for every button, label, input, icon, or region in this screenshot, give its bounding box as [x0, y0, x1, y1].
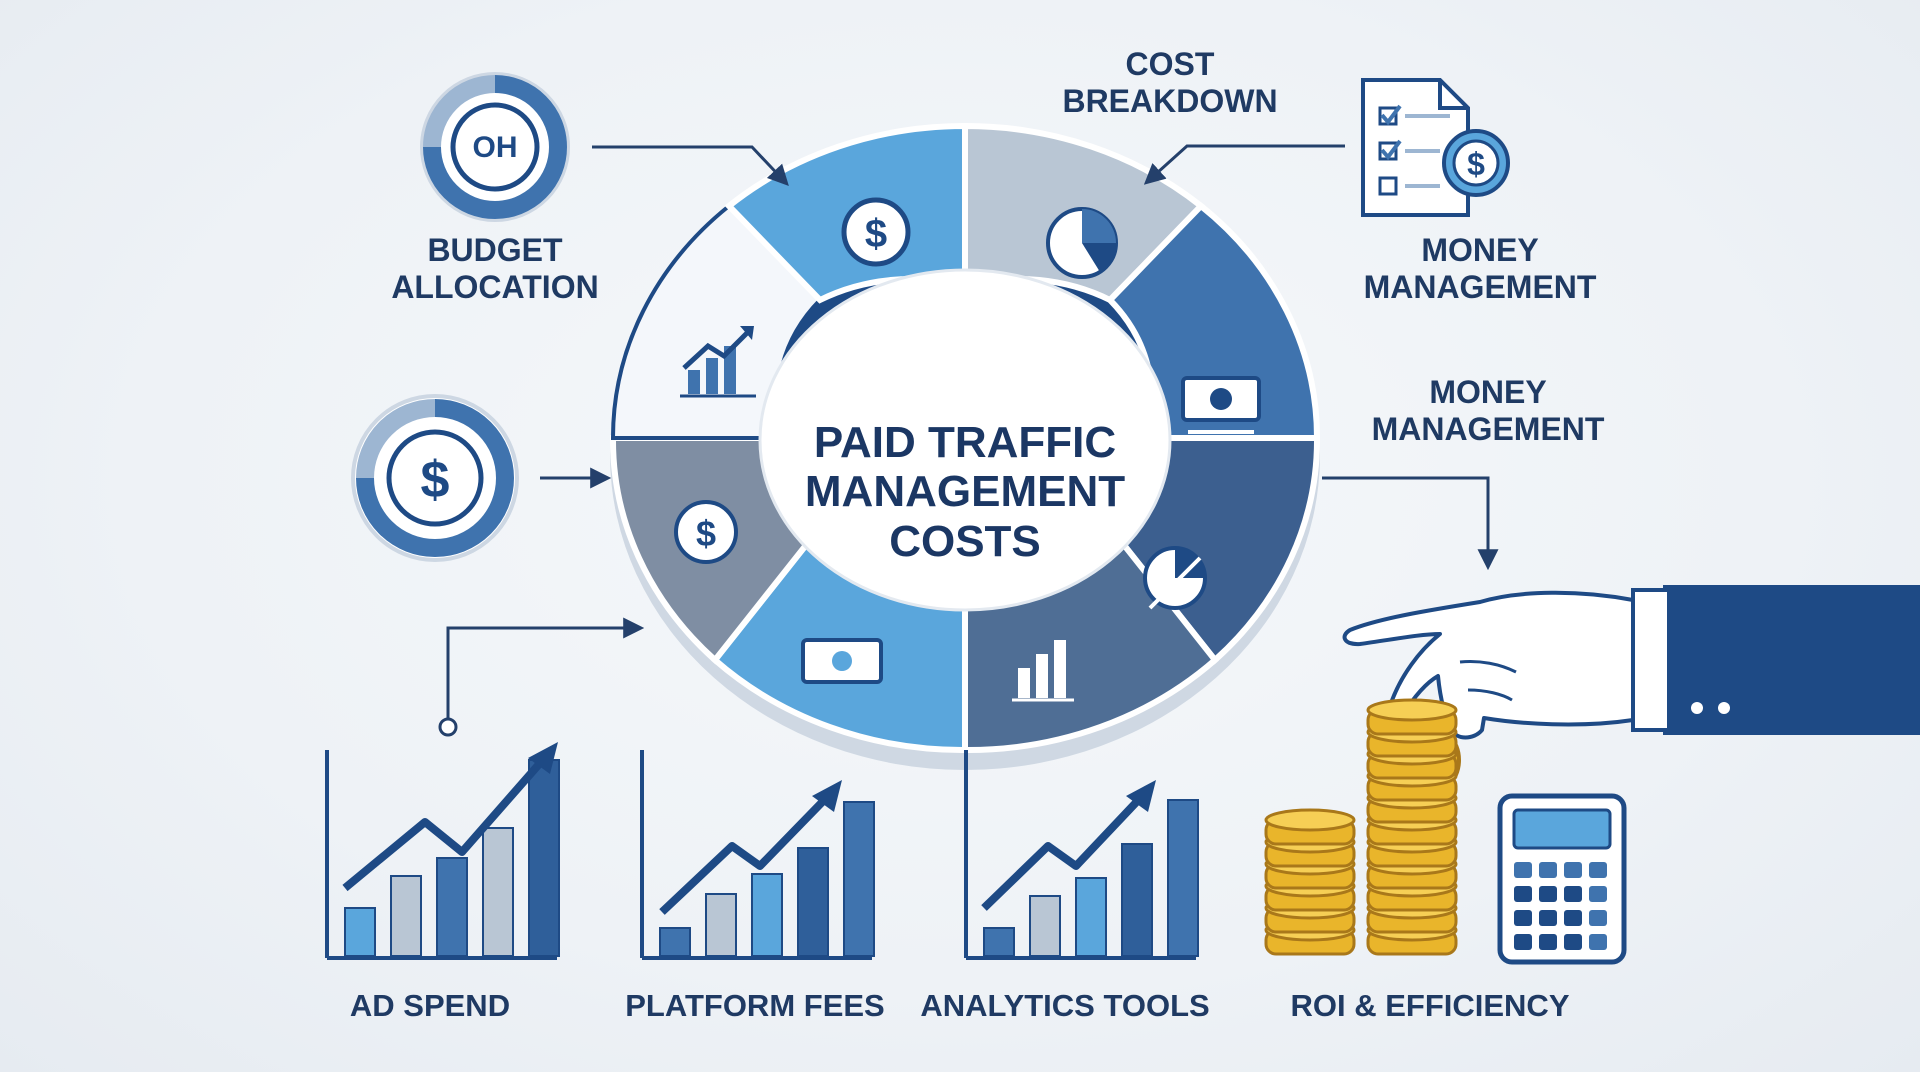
- trend-chart-icon: [680, 326, 756, 398]
- budget-allocation-line1: BUDGET: [427, 232, 563, 268]
- chart-bar: [843, 801, 875, 957]
- ring-center: [758, 268, 1172, 612]
- chart-trend-line: [659, 789, 835, 915]
- calculator-key: [1589, 886, 1607, 902]
- chart-bar: [797, 847, 829, 957]
- ad-spend-chart-icon: [325, 742, 560, 960]
- flow-arrows: [446, 144, 1499, 724]
- calculator-key: [1514, 910, 1532, 926]
- svg-text:OH: OH: [473, 131, 518, 164]
- coin-top: [1264, 808, 1356, 832]
- chart-bar: [390, 875, 422, 957]
- chart-arrowhead: [528, 742, 558, 774]
- calculator-key: [1589, 910, 1607, 926]
- center-title-line3: COSTS: [889, 516, 1041, 566]
- ad-spend-label: AD SPEND: [349, 988, 511, 1023]
- chart-bar: [482, 827, 514, 957]
- chart-bar: [1167, 799, 1199, 957]
- svg-text:$: $: [1467, 146, 1485, 182]
- calculator-key: [1564, 886, 1582, 902]
- calculator-key: [1589, 862, 1607, 878]
- analytics-tools-label: ANALYTICS TOOLS: [920, 988, 1210, 1023]
- chart-trend-line: [342, 751, 552, 892]
- svg-text:$: $: [696, 513, 716, 554]
- cash-bill-icon: [1181, 376, 1261, 434]
- sleeve: [1663, 585, 1920, 735]
- roi-efficiency-label: ROI & EFFICIENCY: [1290, 988, 1570, 1023]
- calculator-key: [1539, 910, 1557, 926]
- dollar-gauge-icon: $: [351, 394, 519, 562]
- chart-bar: [1121, 843, 1153, 957]
- money-management-mid-line1: MONEY: [1429, 374, 1547, 410]
- platform-fees-chart-icon: [640, 750, 875, 960]
- cost-breakdown-line1: COST: [1125, 46, 1215, 82]
- connector-dot: [438, 717, 458, 737]
- chart-arrowhead: [812, 780, 842, 812]
- calculator-key: [1539, 886, 1557, 902]
- money-management-mid-label: MONEY MANAGEMENT: [1328, 374, 1648, 448]
- calculator-key: [1514, 862, 1532, 878]
- chart-bar: [1075, 877, 1107, 957]
- calculator-key: [1539, 862, 1557, 878]
- calculator-key: [1564, 910, 1582, 926]
- cost-breakdown-line2: BREAKDOWN: [1062, 82, 1278, 119]
- svg-text:$: $: [865, 212, 887, 256]
- target-chart-icon: [1143, 546, 1207, 610]
- arrow-breakdown-to-ring: [1143, 144, 1345, 185]
- chart-bar: [344, 907, 376, 957]
- chart-bar: [1029, 895, 1061, 957]
- money-management-top-line1: MONEY: [1421, 232, 1539, 268]
- dollar-coin-icon: $: [841, 197, 911, 267]
- pie-chart-icon: [1046, 207, 1118, 279]
- coin-icon: $: [674, 500, 738, 564]
- chart-bar: [705, 893, 737, 957]
- calculator-key: [1564, 862, 1582, 878]
- money-management-mid-line2: MANAGEMENT: [1371, 410, 1605, 447]
- svg-text:$: $: [421, 451, 450, 509]
- coin-top: [1366, 698, 1458, 722]
- money-management-top-line2: MANAGEMENT: [1363, 268, 1597, 305]
- cost-breakdown-label: COST BREAKDOWN: [1030, 46, 1310, 120]
- money-management-top-label: MONEY MANAGEMENT: [1320, 232, 1640, 306]
- chart-bar: [659, 927, 691, 957]
- platform-fees-label: PLATFORM FEES: [625, 988, 885, 1023]
- hand: [1342, 590, 1635, 740]
- dollar-bill-icon: [801, 638, 883, 684]
- budget-allocation-line2: ALLOCATION: [391, 268, 599, 305]
- chart-bar: [436, 857, 468, 957]
- calculator-key: [1514, 886, 1532, 902]
- arrow-budget-to-ring: [592, 145, 789, 187]
- calculator-key: [1564, 934, 1582, 950]
- calculator-key: [1539, 934, 1557, 950]
- budget-allocation-label: BUDGET ALLOCATION: [360, 232, 630, 306]
- center-title-line1: PAID TRAFFIC: [813, 418, 1117, 467]
- arrow-ring-to-hand: [1322, 476, 1499, 571]
- calculator-key: [1589, 934, 1607, 950]
- chart-bar: [751, 873, 783, 957]
- chart-bar: [528, 759, 560, 957]
- coin-stacks-icon: [1264, 698, 1458, 956]
- center-title: PAID TRAFFIC MANAGEMENT COSTS: [760, 418, 1170, 566]
- chart-bar: [983, 927, 1015, 957]
- chart-arrowhead: [1126, 780, 1156, 812]
- shirt-cuff: [1631, 588, 1671, 732]
- calculator-icon: [1497, 793, 1627, 965]
- budget-gauge-icon: OH: [420, 72, 570, 222]
- bar-growth-icon: [1012, 640, 1074, 702]
- calculator-key: [1514, 934, 1532, 950]
- center-title-line2: MANAGEMENT: [804, 467, 1126, 517]
- chart-trend-line: [981, 789, 1149, 911]
- checklist-document-icon: $: [1361, 78, 1510, 217]
- analytics-tools-chart-icon: [964, 750, 1199, 960]
- arrow-adspend-to-ring: [446, 617, 645, 724]
